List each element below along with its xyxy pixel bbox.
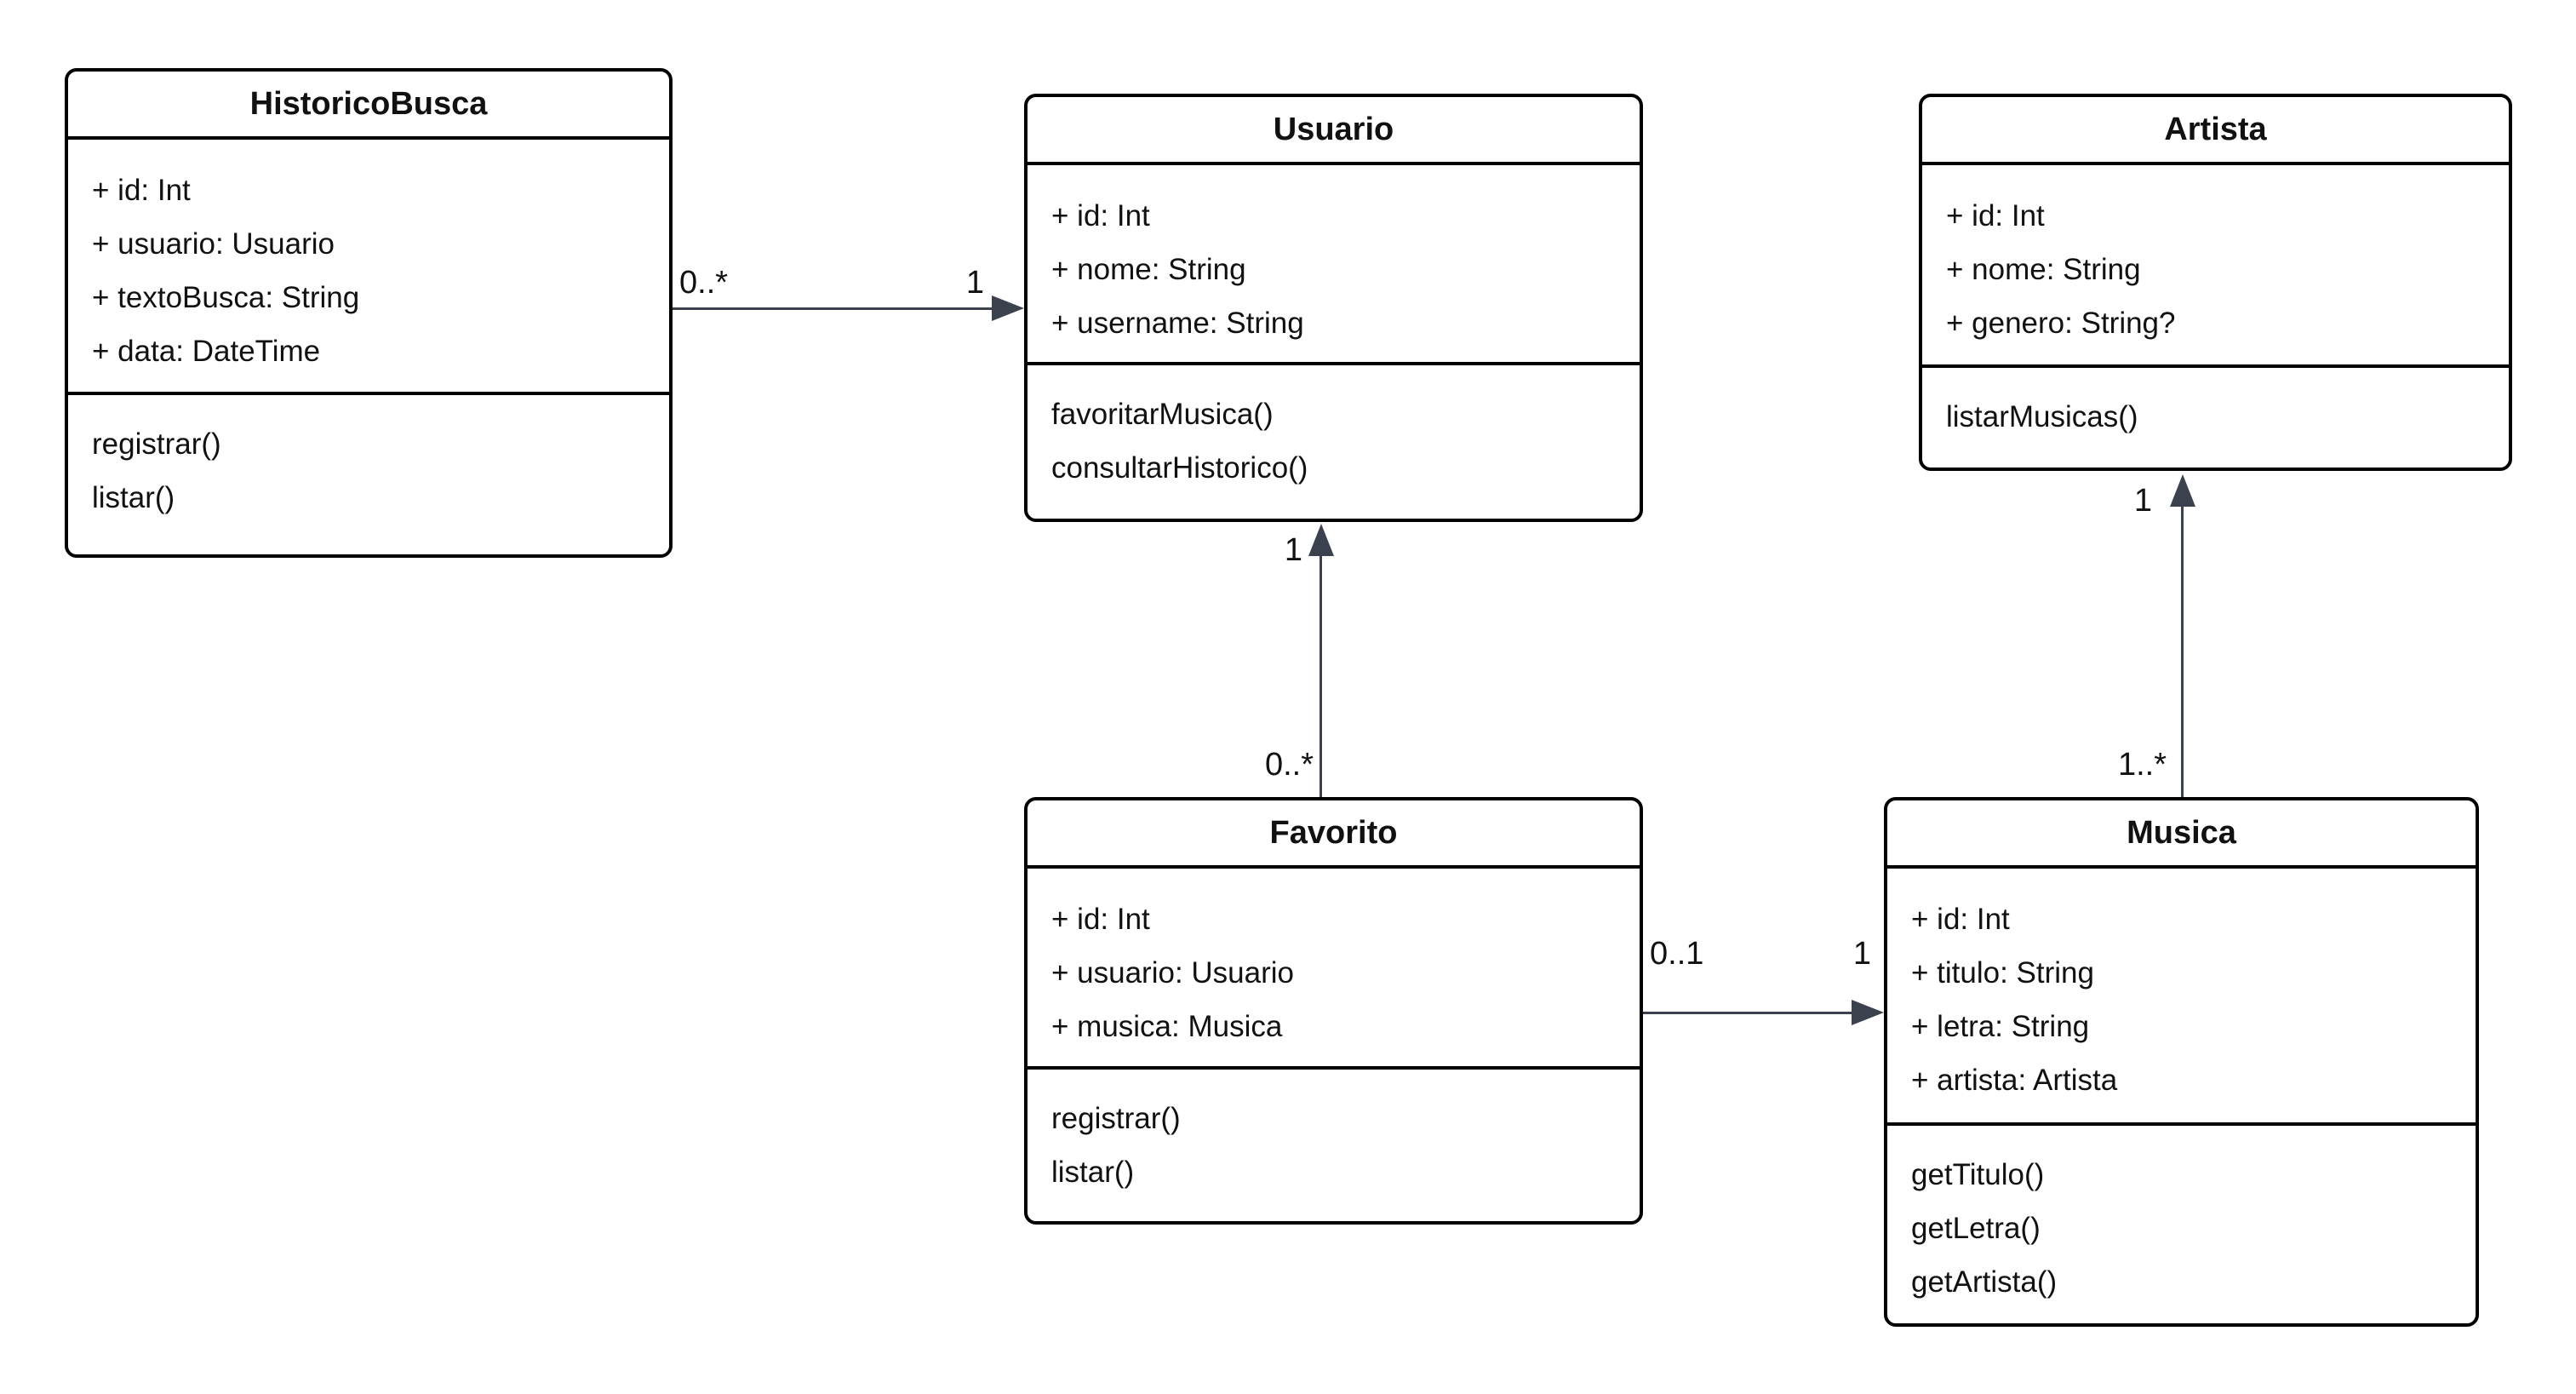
attributes-compartment: + id: Int + nome: String + username: Str… <box>1028 165 1640 365</box>
attribute: + usuario: Usuario <box>92 227 335 261</box>
attribute: + genero: String? <box>1946 307 2176 340</box>
attribute: + id: Int <box>1946 199 2045 232</box>
arrowhead-icon <box>992 295 1024 321</box>
attributes-compartment: + id: Int + usuario: Usuario + musica: M… <box>1028 869 1640 1070</box>
class-box-artista: Artista + id: Int + nome: String + gener… <box>1919 94 2512 471</box>
multiplicity-label: 0..* <box>679 265 729 301</box>
method: consultarHistorico() <box>1051 451 1308 485</box>
method: listar() <box>1051 1156 1135 1189</box>
arrowhead-icon <box>1852 1000 1884 1025</box>
attribute: + letra: String <box>1911 1010 2090 1043</box>
method: listar() <box>92 481 175 514</box>
attribute: + id: Int <box>1911 903 2010 936</box>
method: getArtista() <box>1911 1265 2058 1299</box>
methods-compartment: registrar() listar() <box>68 395 669 525</box>
attribute: + nome: String <box>1946 253 2141 286</box>
attribute: + id: Int <box>92 174 191 207</box>
attributes-compartment: + id: Int + usuario: Usuario + textoBusc… <box>68 140 669 395</box>
methods-compartment: listarMusicas() <box>1922 368 2509 444</box>
attribute: + id: Int <box>1051 903 1150 936</box>
methods-compartment: favoritarMusica() consultarHistorico() <box>1028 365 1640 495</box>
attribute: + musica: Musica <box>1051 1010 1283 1043</box>
class-title: Favorito <box>1028 800 1640 869</box>
class-title: Artista <box>1922 97 2509 165</box>
methods-compartment: registrar() listar() <box>1028 1070 1640 1199</box>
class-box-usuario: Usuario + id: Int + nome: String + usern… <box>1024 94 1643 522</box>
class-box-favorito: Favorito + id: Int + usuario: Usuario + … <box>1024 797 1643 1225</box>
method: getTitulo() <box>1911 1158 2045 1191</box>
attribute: + textoBusca: String <box>92 281 360 314</box>
multiplicity-label: 1 <box>1852 936 1871 972</box>
multiplicity-label: 0..1 <box>1650 936 1704 972</box>
arrowhead-icon <box>1308 524 1334 556</box>
attribute: + nome: String <box>1051 253 1246 286</box>
association-line <box>2181 502 2184 797</box>
class-title: Usuario <box>1028 97 1640 165</box>
method: registrar() <box>1051 1102 1181 1135</box>
attributes-compartment: + id: Int + nome: String + genero: Strin… <box>1922 165 2509 368</box>
class-title: Musica <box>1887 800 2476 869</box>
arrowhead-icon <box>2170 474 2195 507</box>
class-box-historicobusca: HistoricoBusca + id: Int + usuario: Usua… <box>65 68 673 558</box>
method: getLetra() <box>1911 1212 2041 1245</box>
attribute: + data: DateTime <box>92 335 321 368</box>
multiplicity-label: 1..* <box>2117 747 2167 783</box>
method: favoritarMusica() <box>1051 398 1274 431</box>
methods-compartment: getTitulo() getLetra() getArtista() <box>1887 1126 2476 1309</box>
multiplicity-label: 1 <box>1284 532 1302 568</box>
attribute: + artista: Artista <box>1911 1064 2118 1097</box>
attributes-compartment: + id: Int + titulo: String + letra: Stri… <box>1887 869 2476 1126</box>
attribute: + username: String <box>1051 307 1304 340</box>
multiplicity-label: 1 <box>2133 483 2152 519</box>
association-line <box>1643 1012 1854 1014</box>
attribute: + usuario: Usuario <box>1051 956 1295 990</box>
class-title: HistoricoBusca <box>68 72 669 140</box>
multiplicity-label: 0..* <box>1264 747 1314 783</box>
class-box-musica: Musica + id: Int + titulo: String + letr… <box>1884 797 2479 1327</box>
method: registrar() <box>92 427 221 461</box>
attribute: + id: Int <box>1051 199 1150 232</box>
association-line <box>673 307 996 310</box>
method: listarMusicas() <box>1946 400 2138 433</box>
association-line <box>1319 552 1322 797</box>
multiplicity-label: 1 <box>965 265 984 301</box>
attribute: + titulo: String <box>1911 956 2094 990</box>
